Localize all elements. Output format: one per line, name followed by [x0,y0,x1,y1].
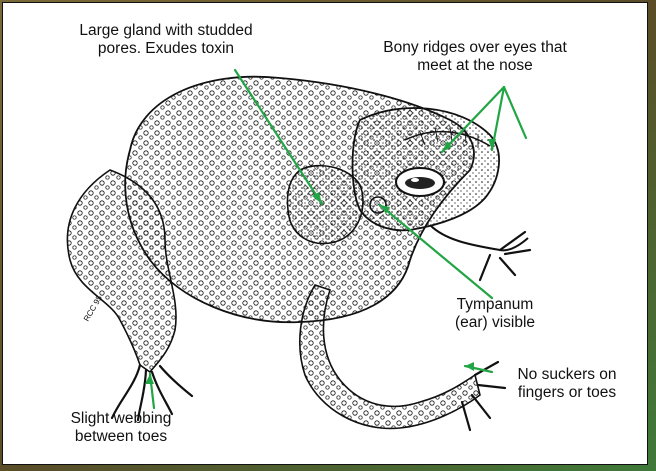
parotoid-gland [288,166,363,244]
label-gland-line2: pores. Exudes toxin [46,40,286,58]
label-ridges-line2: meet at the nose [350,57,600,75]
pointer-ridge-far [504,87,526,138]
label-no-suckers: No suckers on fingers or toes [492,366,642,402]
label-suckers-line2: fingers or toes [492,384,642,402]
label-tympanum: Tympanum (ear) visible [430,296,560,332]
label-tympanum-line2: (ear) visible [430,314,560,332]
label-webbing-line2: between toes [36,428,206,446]
label-ridges-line1: Bony ridges over eyes that [350,39,600,57]
label-suckers-line1: No suckers on [492,366,642,384]
label-webbing-line1: Slight webbing [36,410,206,428]
label-slight-webbing: Slight webbing between toes [36,410,206,446]
front-leg-right [430,225,528,250]
label-gland-line1: Large gland with studded [46,22,286,40]
artist-signature: RCC 95 [82,293,104,323]
arrowhead-suckers [465,362,474,371]
front-hand-right [480,232,530,280]
label-parotoid-gland: Large gland with studded pores. Exudes t… [46,22,286,58]
toad-pupil [405,177,435,189]
label-tympanum-line1: Tympanum [430,296,560,314]
label-bony-ridges: Bony ridges over eyes that meet at the n… [350,39,600,75]
